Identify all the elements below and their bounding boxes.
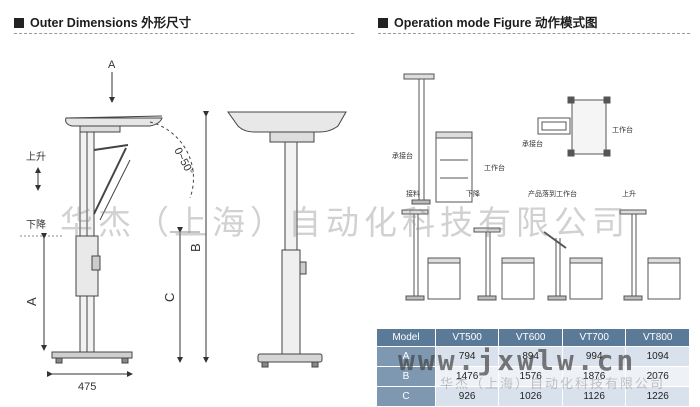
dimension-b-label: B xyxy=(188,243,203,252)
heading-bullet-icon xyxy=(14,18,24,28)
table-row: A 794 894 994 1094 xyxy=(376,346,690,367)
table-cell: 2076 xyxy=(625,366,690,387)
right-divider xyxy=(378,33,690,34)
table-cell: 926 xyxy=(434,386,500,407)
row-label-a: A xyxy=(376,346,436,367)
work-table-top-label: 工作台 xyxy=(612,125,633,134)
table-cell: 1126 xyxy=(561,386,627,407)
operation-step-4-drawing xyxy=(619,209,681,301)
width-dimension-label: 475 xyxy=(78,381,96,393)
model-spec-table: Model VT500 VT600 VT700 VT800 A 794 894 … xyxy=(376,328,690,407)
table-row: B 1476 1576 1876 2076 xyxy=(376,366,690,387)
dimension-c-label: C xyxy=(162,293,177,302)
operation-step-1-drawing xyxy=(401,209,461,301)
operation-figure-1 xyxy=(403,73,473,205)
header-cell-vt800: VT800 xyxy=(625,328,690,347)
table-cell: 1226 xyxy=(625,386,690,407)
receiving-table-label: 承接台 xyxy=(392,151,413,160)
table-header-row: Model VT500 VT600 VT700 VT800 xyxy=(376,328,690,347)
table-cell: 1876 xyxy=(561,366,627,387)
work-table-label: 工作台 xyxy=(484,163,505,172)
operation-mode-heading: Operation mode Figure 动作模式图 xyxy=(378,12,598,31)
side-view-drawing xyxy=(51,115,194,364)
step-4-label: 上升 xyxy=(622,189,636,198)
outer-dimensions-title: Outer Dimensions 外形尺寸 xyxy=(30,16,192,30)
header-cell-vt500: VT500 xyxy=(434,328,500,347)
heading-bullet-icon xyxy=(378,18,388,28)
header-cell-vt700: VT700 xyxy=(561,328,627,347)
table-cell: 794 xyxy=(434,346,500,367)
step-3-label: 产品落到工作台 xyxy=(528,189,577,198)
table-cell: 894 xyxy=(498,346,563,367)
dimension-a-label: A xyxy=(24,297,39,306)
outer-dimensions-heading: Outer Dimensions 外形尺寸 xyxy=(14,12,191,31)
tilt-angle-label: 0~50° xyxy=(171,146,195,177)
receiving-table-top-label: 承接台 xyxy=(522,139,543,148)
view-arrow-label: A xyxy=(108,59,116,71)
table-cell: 1026 xyxy=(498,386,563,407)
table-cell: 994 xyxy=(561,346,627,367)
header-cell-vt600: VT600 xyxy=(498,328,563,347)
operation-step-2-drawing xyxy=(473,227,535,301)
left-divider xyxy=(14,33,354,34)
table-cell: 1094 xyxy=(625,346,690,367)
up-label: 上升 xyxy=(26,151,46,163)
operation-top-view xyxy=(537,96,611,157)
down-label: 下降 xyxy=(26,218,46,231)
step-1-label: 接料 xyxy=(406,189,420,198)
front-view-drawing xyxy=(227,111,347,368)
table-row: C 926 1026 1126 1226 xyxy=(376,386,690,407)
row-label-c: C xyxy=(376,386,436,407)
table-cell: 1476 xyxy=(434,366,500,387)
header-cell-model: Model xyxy=(376,328,436,347)
step-2-label: 下降 xyxy=(466,189,480,198)
operation-step-3-drawing xyxy=(543,231,603,301)
table-cell: 1576 xyxy=(498,366,563,387)
row-label-b: B xyxy=(376,366,436,387)
operation-mode-title: Operation mode Figure 动作模式图 xyxy=(394,16,598,30)
